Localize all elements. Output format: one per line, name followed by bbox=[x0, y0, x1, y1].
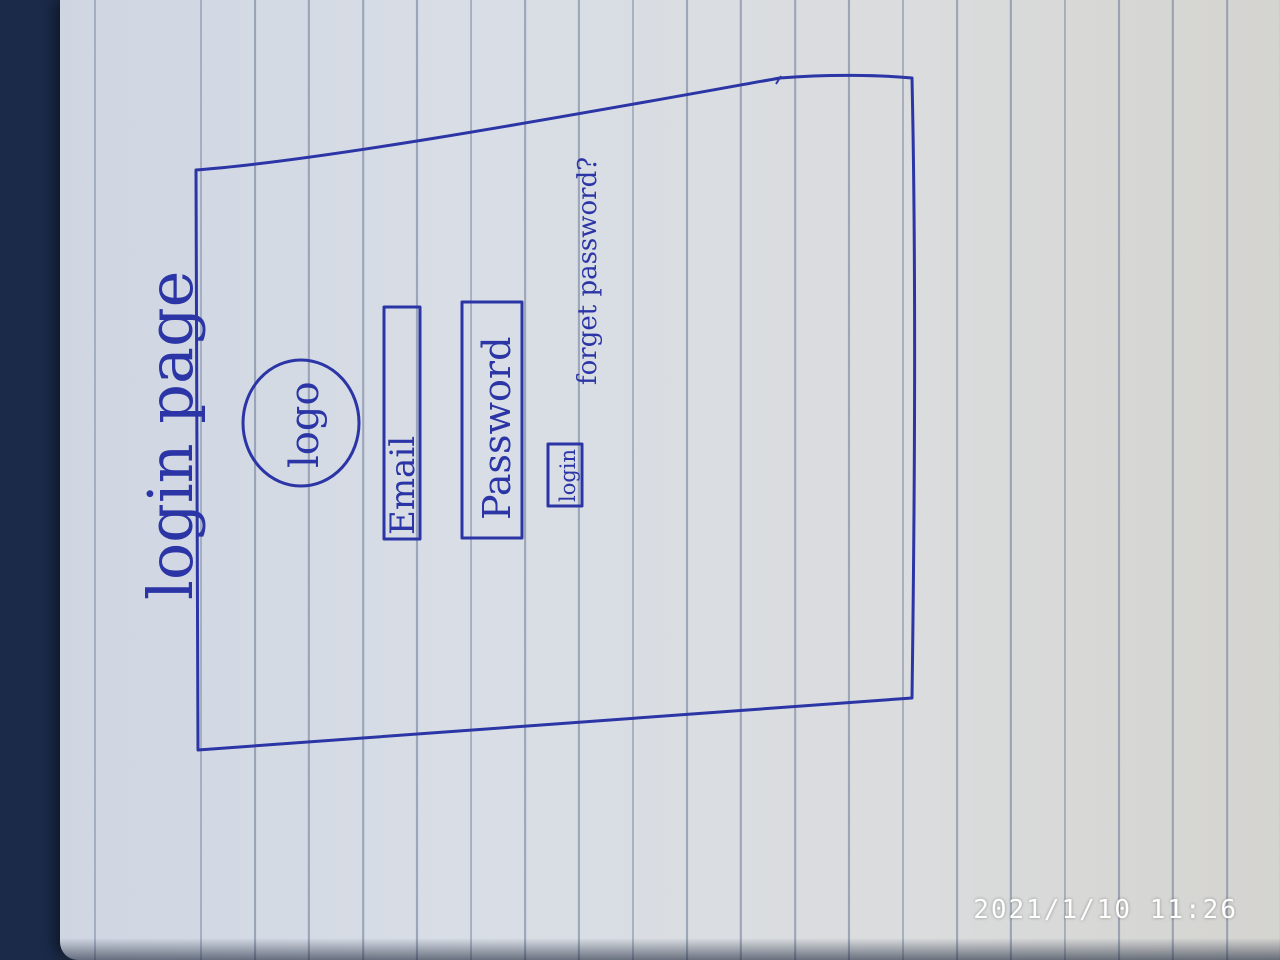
page-title: login page bbox=[134, 271, 207, 600]
password-field-label: Password bbox=[475, 337, 519, 520]
notebook-page bbox=[60, 0, 1280, 960]
notebook-cover-edge bbox=[60, 938, 1280, 960]
password-field[interactable] bbox=[460, 300, 524, 540]
login-button-label: login bbox=[556, 449, 580, 502]
logo-circle bbox=[241, 358, 361, 488]
ruled-lines bbox=[60, 0, 1280, 960]
screen-frame bbox=[194, 73, 917, 752]
photo-timestamp: 2021/1/10 11:26 bbox=[973, 895, 1238, 925]
logo-label: logo bbox=[282, 381, 328, 468]
email-field-label: Email bbox=[383, 436, 423, 535]
email-field[interactable] bbox=[382, 305, 422, 541]
login-button[interactable] bbox=[546, 442, 584, 508]
forgot-password-link[interactable]: forget password? bbox=[573, 157, 603, 385]
frame-tick bbox=[775, 75, 782, 85]
